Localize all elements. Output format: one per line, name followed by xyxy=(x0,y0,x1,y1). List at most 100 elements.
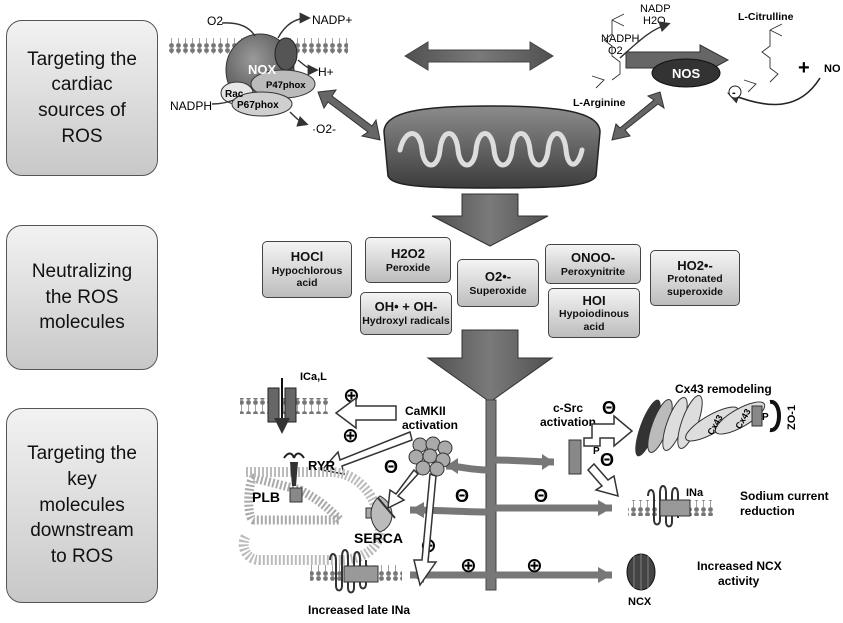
nox-subunit xyxy=(274,37,298,71)
nox-complex: NOX P47phox Rac P67phox O2 NADP+ H+ NADP… xyxy=(168,12,352,136)
ros-formula: HOCl xyxy=(290,249,324,265)
double-arrow-right xyxy=(611,91,665,141)
no-feedback-arrow xyxy=(727,77,821,106)
cx43-p: P xyxy=(762,412,769,423)
ros-h2o2: H2O2 Peroxide xyxy=(365,237,451,283)
arrow-to-late-ina xyxy=(413,472,438,587)
csrc-p: P xyxy=(593,446,600,457)
nox-label: NOX xyxy=(248,62,277,77)
ros-formula: H2O2 xyxy=(391,245,425,261)
l-citrulline-label: L-Citrulline xyxy=(738,11,794,23)
nox-h: H+ xyxy=(318,65,334,79)
csrc-protein xyxy=(568,439,582,475)
sodium-line-1: Sodium current xyxy=(740,489,829,503)
camkii-label: CaMKII activation xyxy=(402,404,468,432)
csrc-line-1: c-Src xyxy=(553,401,583,415)
late-ina-label: Increased late INa xyxy=(308,603,410,617)
csrc-line-2: activation xyxy=(540,415,596,429)
nos-minus-circle xyxy=(728,85,742,99)
zo1-label: ZO-1 xyxy=(786,405,798,430)
minus-cx43: Θ xyxy=(602,398,616,418)
superoxide-arrow xyxy=(289,111,309,127)
nos-nadph: NADPH xyxy=(601,33,640,45)
p67phox xyxy=(231,91,293,117)
o2-arrow xyxy=(221,22,256,37)
ros-formula: OH• + OH- xyxy=(374,299,438,315)
row-label-downstream: Targeting the key molecules downstream t… xyxy=(6,408,158,603)
ros-hoi: HOI Hypoiodinous acid xyxy=(548,288,640,338)
signaling-trunk xyxy=(409,399,612,591)
p47phox-label: P47phox xyxy=(266,80,306,91)
double-arrow-left xyxy=(317,89,381,141)
plus-sign-lower-left: ⊕ xyxy=(460,555,477,577)
ros-formula: HO2•- xyxy=(677,257,713,273)
ina-channel xyxy=(628,485,714,528)
plb-label: PLB xyxy=(252,489,280,505)
cx43-remodeling-label: Cx43 remodeling xyxy=(675,382,772,396)
ros-hydroxyl: OH• + OH- Hydroxyl radicals xyxy=(360,292,452,335)
arrow-to-ryr xyxy=(320,430,413,475)
csrc-label: c-Src activation xyxy=(540,401,596,429)
ryr-label: RYR xyxy=(308,458,336,473)
ros-hocl: HOCl Hypochlorous acid xyxy=(262,241,352,298)
nox-nadph: NADPH xyxy=(170,99,212,113)
ncx-exchanger xyxy=(626,553,656,591)
camkii-line-2: activation xyxy=(402,418,458,432)
nos-label: NOS xyxy=(672,66,701,81)
nos-no: NO xyxy=(824,63,841,75)
nox-nadp: NADP+ xyxy=(312,13,352,27)
nos-h2o: H2O xyxy=(643,15,666,27)
minus-sign-left: Θ xyxy=(455,486,469,506)
arrow-to-sodium xyxy=(586,462,619,498)
minus-serca: Θ xyxy=(384,457,398,477)
ros-protonated-superoxide: HO2•- Protonated superoxide xyxy=(650,250,740,306)
ros-superoxide: O2•- Superoxide xyxy=(457,259,539,307)
ros-name: Hydroxyl radicals xyxy=(362,315,450,327)
minus-sodium: Θ xyxy=(600,450,614,470)
ros-name: Hypoiodinous acid xyxy=(559,308,629,333)
ncx-line-2: activity xyxy=(718,574,760,588)
sodium-line-2: reduction xyxy=(740,504,795,518)
cx43-connexons xyxy=(635,395,781,457)
plus-ryr: ⊕ xyxy=(342,425,359,447)
ncx-label: NCX xyxy=(628,596,652,608)
nos-nadp: NADP xyxy=(640,3,671,15)
h-arrow xyxy=(297,59,319,76)
nadp-arrow xyxy=(277,12,311,39)
ina-label: INa xyxy=(686,487,704,499)
late-ina-channel xyxy=(310,549,402,594)
rac-label: Rac xyxy=(225,89,244,100)
ica-l-label: ICa,L xyxy=(300,371,327,383)
sodium-reduction-label: Sodium current reduction xyxy=(740,489,832,518)
serca-label: SERCA xyxy=(354,530,403,546)
ros-name: Peroxynitrite xyxy=(560,265,626,278)
arrow-to-cx43 xyxy=(583,414,634,448)
mitochondrion xyxy=(383,105,601,189)
arrow-to-ica xyxy=(334,396,397,430)
down-arrow-2 xyxy=(426,329,554,403)
arrow-to-serca xyxy=(387,468,420,510)
nos-o2: O2 xyxy=(608,45,623,57)
row-label-sources: Targeting the cardiac sources of ROS xyxy=(6,20,158,176)
ros-name: Peroxide xyxy=(385,261,431,274)
double-arrow-top xyxy=(404,41,554,71)
p67phox-label: P67phox xyxy=(237,100,279,111)
sr-membrane xyxy=(238,467,386,565)
ncx-activity-label: Increased NCX activity xyxy=(697,559,785,588)
row-label-neutralizing: Neutralizing the ROS molecules xyxy=(6,225,158,370)
nos-minus: - xyxy=(732,87,736,99)
serca-pump: SERCA xyxy=(354,495,403,546)
l-arginine-structure xyxy=(591,13,625,89)
ros-name: Hypochlorous acid xyxy=(271,264,343,290)
nox-o2: O2 xyxy=(207,14,223,28)
plb-protein xyxy=(289,487,303,503)
nos-complex: NADP H2O NADPH O2 NOS L-Arginine L-Citru… xyxy=(573,3,841,109)
ros-name: Protonated superoxide xyxy=(666,273,724,298)
down-arrow-1 xyxy=(431,193,549,247)
nox-superoxide: ·O2- xyxy=(312,122,336,136)
l-arginine-label: L-Arginine xyxy=(573,97,626,109)
nos-cofactor-arrow xyxy=(619,21,671,59)
ros-formula: HOI xyxy=(582,292,606,308)
camkii-line-1: CaMKII xyxy=(405,404,446,418)
minus-sign-right: Θ xyxy=(534,486,548,506)
